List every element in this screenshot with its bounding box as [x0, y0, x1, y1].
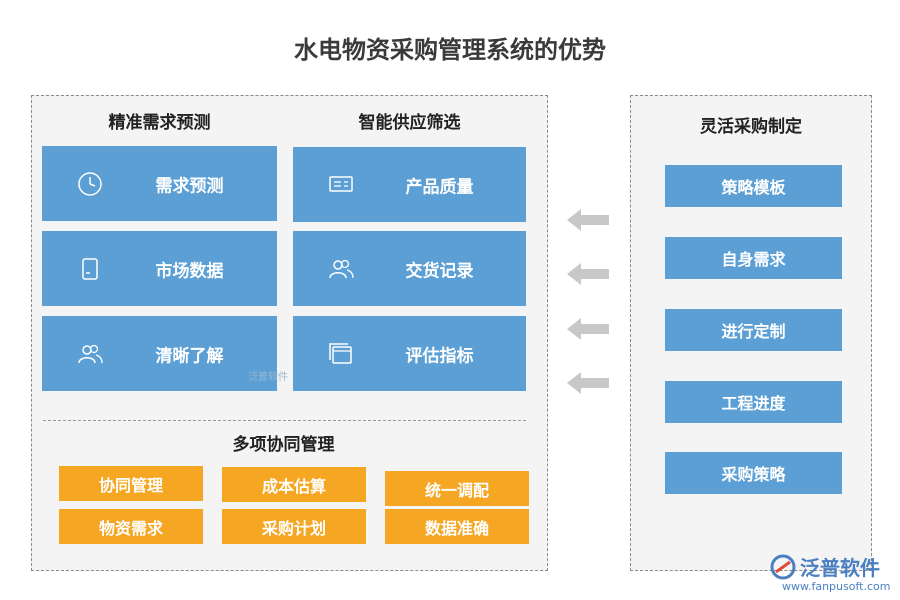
bottom-title: 多项协同管理 [232, 435, 335, 455]
card-delivery-records[interactable]: 交货记录 [293, 231, 526, 306]
btn-purchase-strategy[interactable]: 采购策略 [665, 452, 842, 494]
card-label: 交货记录 [405, 261, 474, 281]
col2-title: 智能供应筛选 [358, 113, 461, 133]
btn-project-progress[interactable]: 工程进度 [665, 381, 842, 423]
tablet-icon [82, 257, 98, 280]
right-panel-title: 灵活采购制定 [700, 117, 802, 137]
monitor-icon [329, 175, 353, 192]
col1-title: 精准需求预测 [108, 113, 211, 133]
btn-collab-mgmt[interactable]: 协同管理 [59, 466, 203, 501]
card-evaluation-metrics[interactable]: 评估指标 [293, 316, 526, 391]
card-label: 清晰了解 [155, 346, 224, 366]
left-arrow-icon [567, 318, 609, 340]
btn-strategy-template[interactable]: 策略模板 [665, 165, 842, 207]
left-arrow-icon [567, 263, 609, 285]
card-market-data[interactable]: 市场数据 [42, 231, 277, 306]
btn-material-demand[interactable]: 物资需求 [59, 509, 203, 544]
card-demand-forecast[interactable]: 需求预测 [42, 146, 277, 221]
card-label: 市场数据 [155, 261, 224, 281]
card-label: 评估指标 [405, 346, 474, 366]
section-divider [43, 420, 526, 421]
brand-logo: 泛普软件 [770, 552, 880, 581]
btn-unified-dispatch[interactable]: 统一调配 [385, 471, 529, 506]
left-arrow-icon [567, 209, 609, 231]
left-arrow-icon [567, 372, 609, 394]
logo-url: www.fanpusoft.com [782, 580, 891, 593]
logo-icon [770, 554, 796, 579]
watermark: 泛普软件 [248, 372, 288, 383]
users-icon [329, 259, 354, 278]
btn-own-demand[interactable]: 自身需求 [665, 237, 842, 279]
btn-cost-estimate[interactable]: 成本估算 [222, 467, 366, 502]
btn-purchase-plan[interactable]: 采购计划 [222, 509, 366, 544]
btn-customize[interactable]: 进行定制 [665, 309, 842, 351]
card-label: 需求预测 [155, 176, 224, 196]
page-title: 水电物资采购管理系统的优势 [294, 36, 606, 64]
card-label: 产品质量 [405, 177, 474, 197]
btn-data-accurate[interactable]: 数据准确 [385, 509, 529, 544]
logo-text: 泛普软件 [800, 556, 880, 580]
windows-icon [329, 342, 352, 364]
card-clear-understanding[interactable]: 清晰了解 [42, 316, 277, 391]
people-icon [78, 344, 103, 363]
clock-icon [78, 171, 102, 196]
card-product-quality[interactable]: 产品质量 [293, 147, 526, 222]
